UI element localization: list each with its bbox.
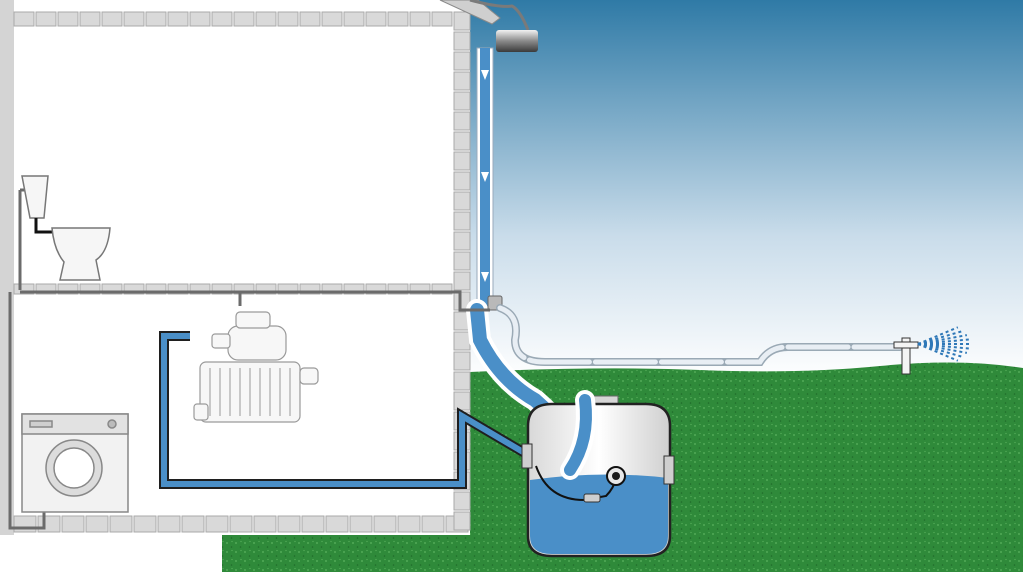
brick (233, 283, 255, 295)
brick (205, 515, 229, 533)
brick (421, 515, 445, 533)
brick (453, 11, 471, 31)
brick (57, 283, 79, 295)
brick (211, 11, 233, 27)
brick (167, 283, 189, 295)
brick (453, 51, 471, 71)
roof-edge (439, 0, 501, 25)
brick (277, 283, 299, 295)
brick (13, 11, 35, 27)
brick (453, 211, 471, 231)
brick (343, 11, 365, 27)
brick (301, 515, 325, 533)
brick (57, 11, 79, 27)
brick (365, 283, 387, 295)
brick (101, 11, 123, 27)
brick (79, 283, 101, 295)
brick (211, 283, 233, 295)
brick (181, 515, 205, 533)
brick (453, 371, 471, 391)
brick (299, 11, 321, 27)
brick (453, 351, 471, 371)
brick (453, 251, 471, 271)
brick (255, 283, 277, 295)
brick (453, 31, 471, 51)
rainwater-tank (521, 390, 675, 558)
suction-line (159, 331, 543, 489)
brick (35, 11, 57, 27)
brick (61, 515, 85, 533)
brick (321, 11, 343, 27)
brick (349, 515, 373, 533)
brick (453, 391, 471, 411)
brick (453, 331, 471, 351)
brick (453, 111, 471, 131)
brick (109, 515, 133, 533)
brick (189, 283, 211, 295)
brick (453, 91, 471, 111)
brick (453, 71, 471, 91)
brick (453, 131, 471, 151)
brick (431, 11, 453, 27)
sky (470, 0, 1023, 380)
brick (431, 283, 453, 295)
brick (373, 515, 397, 533)
brick (145, 283, 167, 295)
brick (453, 491, 471, 511)
washing-machine-icon (21, 413, 129, 513)
brick (133, 515, 157, 533)
toilet-icon (21, 175, 111, 281)
brick (277, 11, 299, 27)
brick (79, 11, 101, 27)
brick (453, 171, 471, 191)
brick (13, 283, 35, 295)
brick (123, 283, 145, 295)
brick (229, 515, 253, 533)
brick (167, 11, 189, 27)
brick (277, 515, 301, 533)
brick (145, 11, 167, 27)
brick (387, 11, 409, 27)
brick (35, 283, 57, 295)
brick (123, 11, 145, 27)
brick (453, 191, 471, 211)
brick (321, 283, 343, 295)
brick (343, 283, 365, 295)
pump-icon (193, 311, 319, 423)
downpipe (466, 47, 596, 481)
brick (299, 283, 321, 295)
brick (325, 515, 349, 533)
brick (233, 11, 255, 27)
brick (397, 515, 421, 533)
garden-hose (487, 295, 904, 366)
brick (453, 231, 471, 251)
brick (453, 271, 471, 291)
brick (387, 283, 409, 295)
brick (255, 11, 277, 27)
brick (253, 515, 277, 533)
sprinkler-icon (893, 326, 970, 375)
brick (409, 11, 431, 27)
brick (453, 511, 471, 531)
brick (85, 515, 109, 533)
brick (189, 11, 211, 27)
brick (13, 515, 37, 533)
brick (409, 283, 431, 295)
brick (37, 515, 61, 533)
supply-pipe (8, 188, 490, 530)
brick (101, 283, 123, 295)
gutter (469, 0, 538, 52)
brick (453, 151, 471, 171)
brick (365, 11, 387, 27)
brick (157, 515, 181, 533)
house-left-wall (0, 0, 14, 535)
